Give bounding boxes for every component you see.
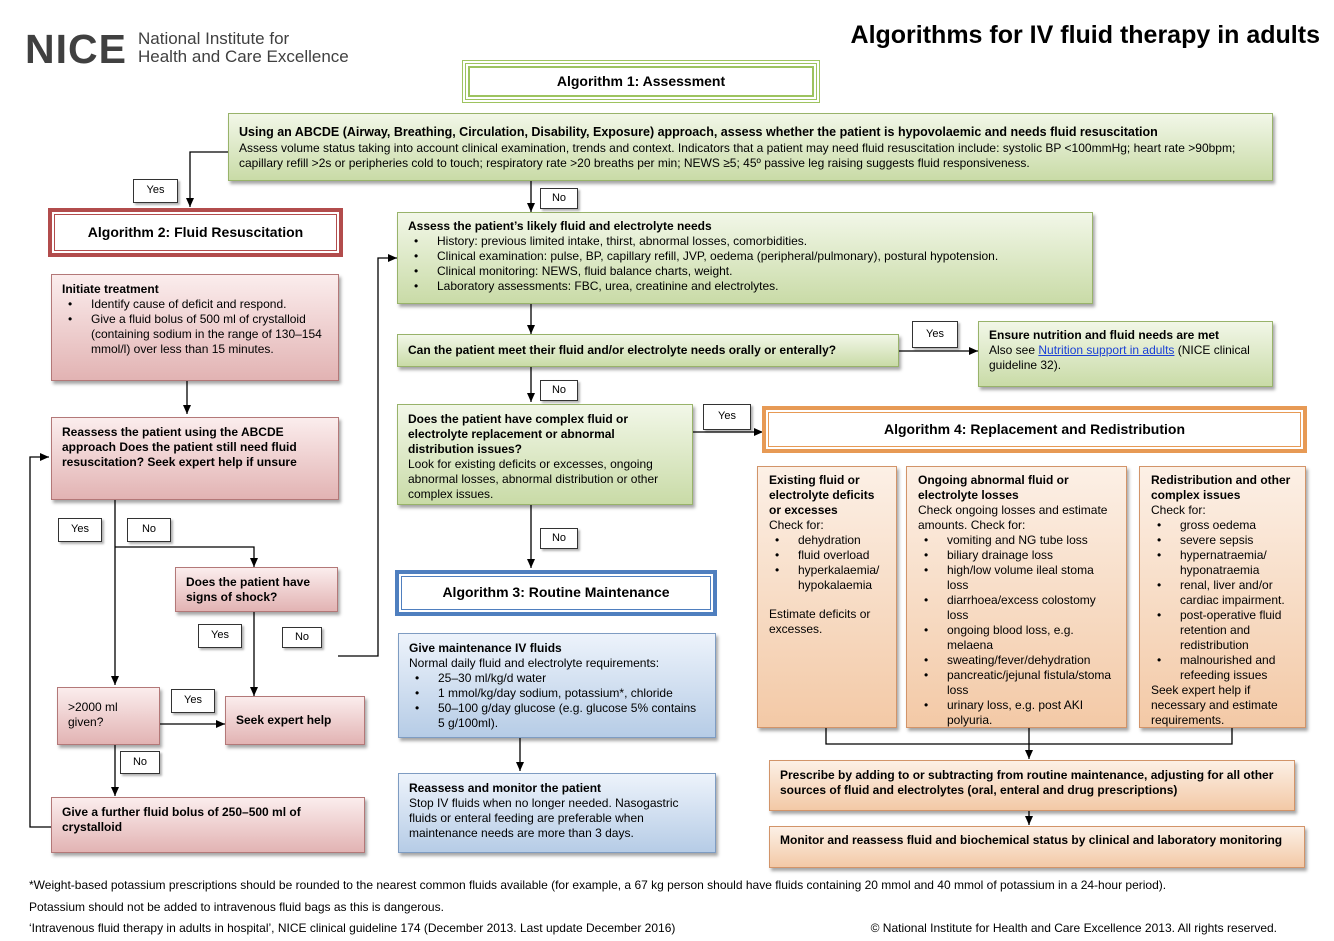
list-item: Laboratory assessments: FBC, urea, creat…: [408, 279, 1082, 294]
monitor-reassess-box: Monitor and reassess fluid and biochemic…: [769, 826, 1305, 868]
fluid-needs-heading: Assess the patient’s likely fluid and el…: [408, 219, 712, 233]
citation: ‘Intravenous fluid therapy in adults in …: [29, 921, 676, 935]
nutrition-body: Also see Nutrition support in adults (NI…: [989, 343, 1262, 373]
list-item: malnourished and refeeding issues: [1151, 653, 1297, 683]
list-item: fluid overload: [769, 548, 888, 563]
complex-issues-heading: Does the patient have complex fluid or e…: [408, 412, 629, 456]
list-item: renal, liver and/or cardiac impairment.: [1151, 578, 1297, 608]
seek-expert-help-box: Seek expert help: [225, 696, 365, 745]
page-title: Algorithms for IV fluid therapy in adult…: [850, 21, 1320, 49]
existing-deficits-box: Existing fluid or electrolyte deficits o…: [757, 466, 897, 728]
maintenance-intro: Normal daily fluid and electrolyte requi…: [409, 656, 660, 670]
list-item: History: previous limited intake, thirst…: [408, 234, 1082, 249]
maintenance-fluids-box: Give maintenance IV fluids Normal daily …: [398, 633, 716, 738]
nice-logo-text: National Institute for Health and Care E…: [138, 29, 378, 67]
ongoing-losses-box: Ongoing abnormal fluid or electrolyte lo…: [906, 466, 1127, 728]
algorithm-2-title: Algorithm 2: Fluid Resuscitation: [48, 208, 343, 257]
list-item: 50–100 g/day glucose (e.g. glucose 5% co…: [409, 701, 705, 731]
initiate-heading: Initiate treatment: [62, 282, 159, 296]
logo-line-2: Health and Care Excellence: [138, 47, 349, 67]
signs-of-shock-box: Does the patient have signs of shock?: [175, 567, 338, 612]
reassess-abcde-box: Reassess the patient using the ABCDE app…: [51, 417, 339, 500]
nutrition-support-link[interactable]: Nutrition support in adults: [1038, 343, 1175, 357]
nutrition-heading: Ensure nutrition and fluid needs are met: [989, 328, 1220, 342]
list-item: Clinical monitoring: NEWS, fluid balance…: [408, 264, 1082, 279]
no-label: No: [540, 188, 578, 209]
initiate-treatment-box: Initiate treatment Identify cause of def…: [51, 274, 339, 381]
list-item: vomiting and NG tube loss: [918, 533, 1118, 548]
list-item: Clinical examination: pulse, BP, capilla…: [408, 249, 1082, 264]
over-2000ml-box: >2000 ml given?: [57, 687, 160, 745]
prescribe-box: Prescribe by adding to or subtracting fr…: [769, 760, 1295, 811]
existing-footer: Estimate deficits or excesses.: [769, 607, 871, 636]
copyright: © National Institute for Health and Care…: [870, 921, 1277, 935]
redistribution-heading: Redistribution and other complex issues: [1151, 473, 1291, 502]
list-item: post-operative fluid retention and redis…: [1151, 608, 1297, 653]
further-bolus-box: Give a further fluid bolus of 250–500 ml…: [51, 797, 365, 853]
algorithm-4-title: Algorithm 4: Replacement and Redistribut…: [762, 406, 1307, 453]
no-label: No: [127, 518, 171, 542]
list-item: urinary loss, e.g. post AKI polyuria.: [918, 698, 1118, 728]
yes-label: Yes: [198, 624, 242, 648]
no-label: No: [282, 627, 322, 648]
no-label: No: [540, 528, 578, 549]
list-item: biliary drainage loss: [918, 548, 1118, 563]
complex-issues-box: Does the patient have complex fluid or e…: [397, 404, 693, 505]
yes-label: Yes: [58, 518, 102, 542]
reassess-monitor-body: Stop IV fluids when no longer needed. Na…: [409, 796, 679, 840]
list-item: 25–30 ml/kg/d water: [409, 671, 705, 686]
no-label: No: [120, 751, 160, 774]
assessment-box: Using an ABCDE (Airway, Breathing, Circu…: [228, 113, 1273, 181]
footnote-warning: Potassium should not be added to intrave…: [29, 900, 444, 914]
algorithm-3-title: Algorithm 3: Routine Maintenance: [395, 570, 717, 616]
list-item: 1 mmol/kg/day sodium, potassium*, chlori…: [409, 686, 705, 701]
no-label: No: [540, 380, 578, 401]
list-item: ongoing blood loss, e.g. melaena: [918, 623, 1118, 653]
existing-check: Check for:: [769, 518, 824, 532]
oral-enteral-question-text: Can the patient meet their fluid and/or …: [408, 343, 837, 357]
assessment-body: Assess volume status taking into account…: [239, 140, 1236, 170]
oral-enteral-question: Can the patient meet their fluid and/or …: [397, 334, 899, 367]
assessment-heading: Using an ABCDE (Airway, Breathing, Circu…: [239, 125, 1158, 139]
maintenance-heading: Give maintenance IV fluids: [409, 641, 562, 655]
list-item: dehydration: [769, 533, 888, 548]
complex-issues-body: Look for existing deficits or excesses, …: [408, 457, 659, 501]
list-item: pancreatic/jejunal fistula/stoma loss: [918, 668, 1118, 698]
list-item: Identify cause of deficit and respond.: [62, 297, 328, 312]
ongoing-heading: Ongoing abnormal fluid or electrolyte lo…: [918, 473, 1069, 502]
footnote-potassium: *Weight-based potassium prescriptions sh…: [29, 878, 1167, 892]
reassess-monitor-box: Reassess and monitor the patient Stop IV…: [398, 773, 716, 853]
list-item: severe sepsis: [1151, 533, 1297, 548]
reassess-monitor-heading: Reassess and monitor the patient: [409, 781, 602, 795]
logo-line-1: National Institute for: [138, 29, 290, 48]
yes-label: Yes: [171, 689, 215, 713]
list-item: gross oedema: [1151, 518, 1297, 533]
redistribution-check: Check for:: [1151, 503, 1206, 517]
algorithm-1-title: Algorithm 1: Assessment: [462, 60, 820, 103]
yes-label: Yes: [703, 404, 751, 430]
fluid-needs-box: Assess the patient’s likely fluid and el…: [397, 212, 1093, 304]
list-item: high/low volume ileal stoma loss: [918, 563, 1118, 593]
nice-logo: NICE: [25, 26, 127, 72]
list-item: Give a fluid bolus of 500 ml of crystall…: [62, 312, 328, 357]
yes-label: Yes: [133, 179, 178, 203]
nutrition-prefix: Also see: [989, 343, 1039, 357]
redistribution-footer: Seek expert help if necessary and estima…: [1151, 683, 1278, 727]
nutrition-suffix: (NICE clinical guideline 32).: [989, 343, 1250, 372]
yes-label: Yes: [912, 321, 958, 348]
ongoing-intro: Check ongoing losses and estimate amount…: [918, 503, 1108, 532]
list-item: hyperkalaemia/ hypokalaemia: [769, 563, 888, 593]
nutrition-box: Ensure nutrition and fluid needs are met…: [978, 321, 1273, 387]
list-item: sweating/fever/dehydration: [918, 653, 1118, 668]
redistribution-box: Redistribution and other complex issues …: [1139, 466, 1306, 728]
list-item: diarrhoea/excess colostomy loss: [918, 593, 1118, 623]
existing-heading: Existing fluid or electrolyte deficits o…: [769, 473, 875, 517]
list-item: hypernatraemia/ hyponatraemia: [1151, 548, 1297, 578]
